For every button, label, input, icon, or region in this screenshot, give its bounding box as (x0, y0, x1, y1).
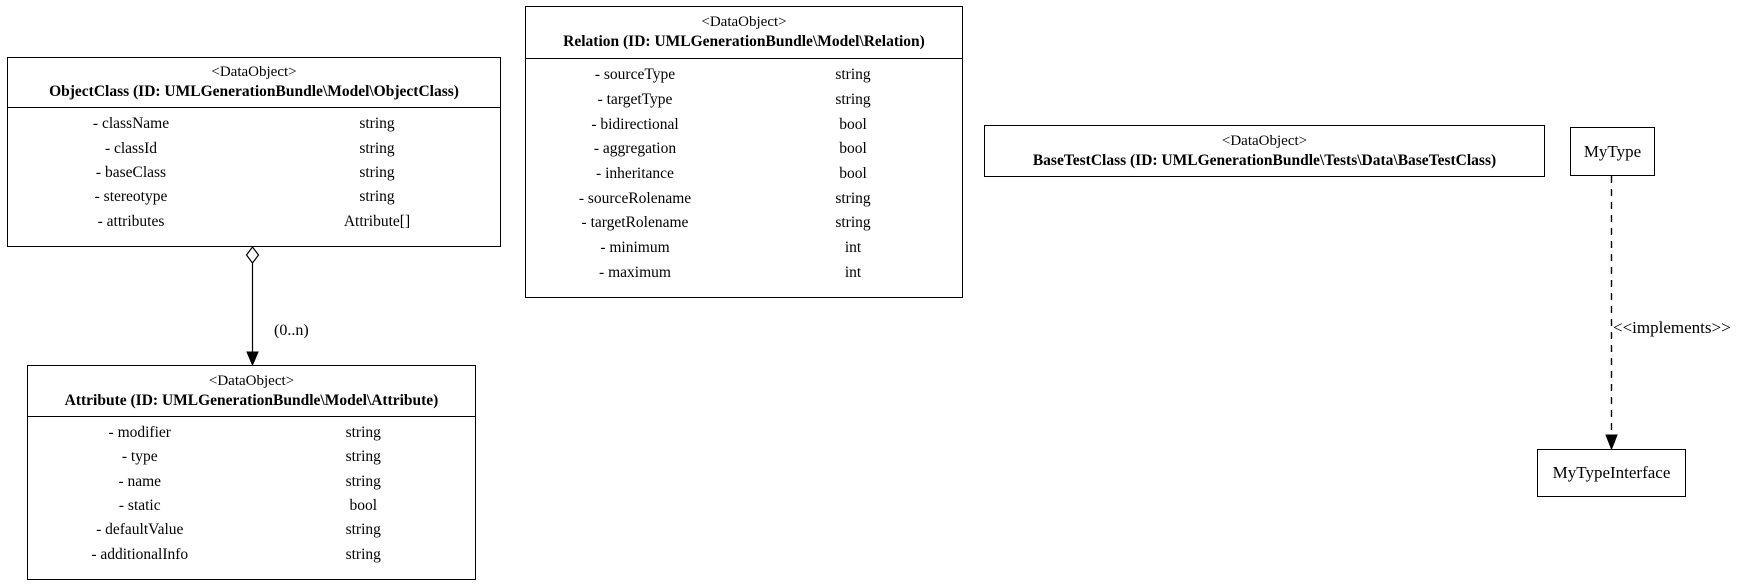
attribute-name: - attributes (97, 212, 165, 230)
class-attributes: - modifier string - type string - name s… (28, 417, 475, 579)
class-title: Attribute (ID: UMLGenerationBundle\Model… (64, 391, 439, 409)
class-box-relation: <DataObject> Relation (ID: UMLGeneration… (525, 6, 963, 298)
attribute-name: - minimum (600, 239, 670, 257)
attribute-name: - targetType (597, 91, 673, 108)
attribute-type: string (835, 66, 871, 84)
attribute-row: - className string (8, 112, 500, 136)
attribute-row: - stereotype string (8, 185, 500, 209)
implements-edge (1605, 176, 1618, 451)
attribute-type: bool (349, 497, 378, 515)
attribute-type: int (844, 239, 862, 257)
attribute-name: - bidirectional (591, 115, 679, 133)
class-header: <DataObject> Attribute (ID: UMLGeneratio… (28, 366, 475, 417)
attribute-row: - inheritance bool (526, 162, 962, 187)
attribute-name: - modifier (108, 424, 171, 442)
attribute-name: - type (121, 448, 158, 466)
class-stereotype: <DataObject> (208, 372, 295, 389)
attribute-type: bool (839, 165, 867, 183)
attribute-name: - baseClass (95, 164, 167, 182)
attribute-name: - defaultValue (96, 521, 184, 539)
class-title: Relation (ID: UMLGenerationBundle\Model\… (563, 33, 925, 50)
attribute-type: Attribute[] (343, 212, 411, 230)
attribute-name: - className (92, 115, 170, 133)
attribute-row: - defaultValue string (28, 518, 475, 542)
attribute-type: string (345, 521, 381, 539)
attribute-type: string (345, 448, 381, 466)
attribute-name: - maximum (599, 263, 671, 281)
aggregation-diamond-icon (245, 246, 260, 264)
class-header: <DataObject> BaseTestClass (ID: UMLGener… (985, 126, 1544, 176)
node-mytype: MyType (1570, 127, 1655, 176)
aggregation-edge (245, 246, 260, 367)
attribute-type: string (345, 472, 381, 490)
class-attributes: - sourceType string - targetType string … (526, 59, 962, 297)
class-box-objectclass: <DataObject> ObjectClass (ID: UMLGenerat… (7, 57, 501, 247)
attribute-row: - additionalInfo string (28, 543, 475, 567)
attribute-row: - aggregation bool (526, 137, 962, 162)
attribute-type: string (835, 214, 871, 232)
class-attributes: - className string - classId string - ba… (8, 108, 500, 246)
class-stereotype: <DataObject> (1221, 132, 1308, 149)
attribute-row: - minimum int (526, 236, 962, 261)
attribute-type: string (359, 164, 395, 182)
attribute-row: - targetRolename string (526, 211, 962, 236)
attribute-name: - name (118, 472, 162, 490)
attribute-name: - additionalInfo (91, 545, 189, 563)
aggregation-multiplicity-label: (0..n) (274, 322, 309, 339)
class-header: <DataObject> ObjectClass (ID: UMLGenerat… (8, 58, 500, 108)
attribute-row: - maximum int (526, 260, 962, 285)
attribute-type: string (835, 91, 871, 108)
attribute-row: - bidirectional bool (526, 112, 962, 137)
implements-label: <<implements>> (1613, 318, 1731, 337)
attribute-type: bool (839, 115, 867, 133)
attribute-row: - static bool (28, 494, 475, 518)
attribute-type: bool (839, 140, 867, 158)
attribute-type: string (359, 115, 395, 133)
attribute-row: - targetType string (526, 88, 962, 113)
attribute-row: - sourceRolename string (526, 186, 962, 211)
attribute-name: - classId (104, 139, 158, 157)
attribute-name: - sourceRolename (578, 189, 692, 207)
attribute-row: - name string (28, 470, 475, 494)
arrowhead-icon (1605, 434, 1618, 451)
attribute-type: int (844, 263, 862, 281)
class-title: ObjectClass (ID: UMLGenerationBundle\Mod… (49, 83, 459, 100)
class-title: BaseTestClass (ID: UMLGenerationBundle\T… (1032, 151, 1497, 169)
attribute-row: - baseClass string (8, 161, 500, 185)
arrowhead-icon (246, 351, 259, 367)
attribute-name: - aggregation (593, 140, 677, 158)
attribute-type: string (345, 545, 381, 563)
class-header: <DataObject> Relation (ID: UMLGeneration… (526, 7, 962, 59)
attribute-row: - attributes Attribute[] (8, 210, 500, 234)
class-box-attribute: <DataObject> Attribute (ID: UMLGeneratio… (27, 365, 476, 580)
attribute-name: - sourceType (594, 66, 676, 84)
class-stereotype: <DataObject> (211, 64, 297, 80)
attribute-name: - stereotype (94, 188, 168, 206)
attribute-name: - inheritance (596, 165, 674, 183)
attribute-row: - classId string (8, 136, 500, 160)
class-stereotype: <DataObject> (701, 14, 787, 30)
attribute-type: string (359, 139, 395, 157)
attribute-type: string (345, 424, 381, 442)
attribute-name: - targetRolename (581, 214, 689, 232)
attribute-row: - modifier string (28, 421, 475, 445)
attribute-name: - static (118, 497, 161, 515)
node-mytypeinterface: MyTypeInterface (1537, 449, 1686, 497)
attribute-row: - sourceType string (526, 63, 962, 88)
attribute-row: - type string (28, 445, 475, 469)
attribute-type: string (359, 188, 395, 206)
attribute-type: string (835, 189, 871, 207)
class-box-basetestclass: <DataObject> BaseTestClass (ID: UMLGener… (984, 125, 1545, 177)
